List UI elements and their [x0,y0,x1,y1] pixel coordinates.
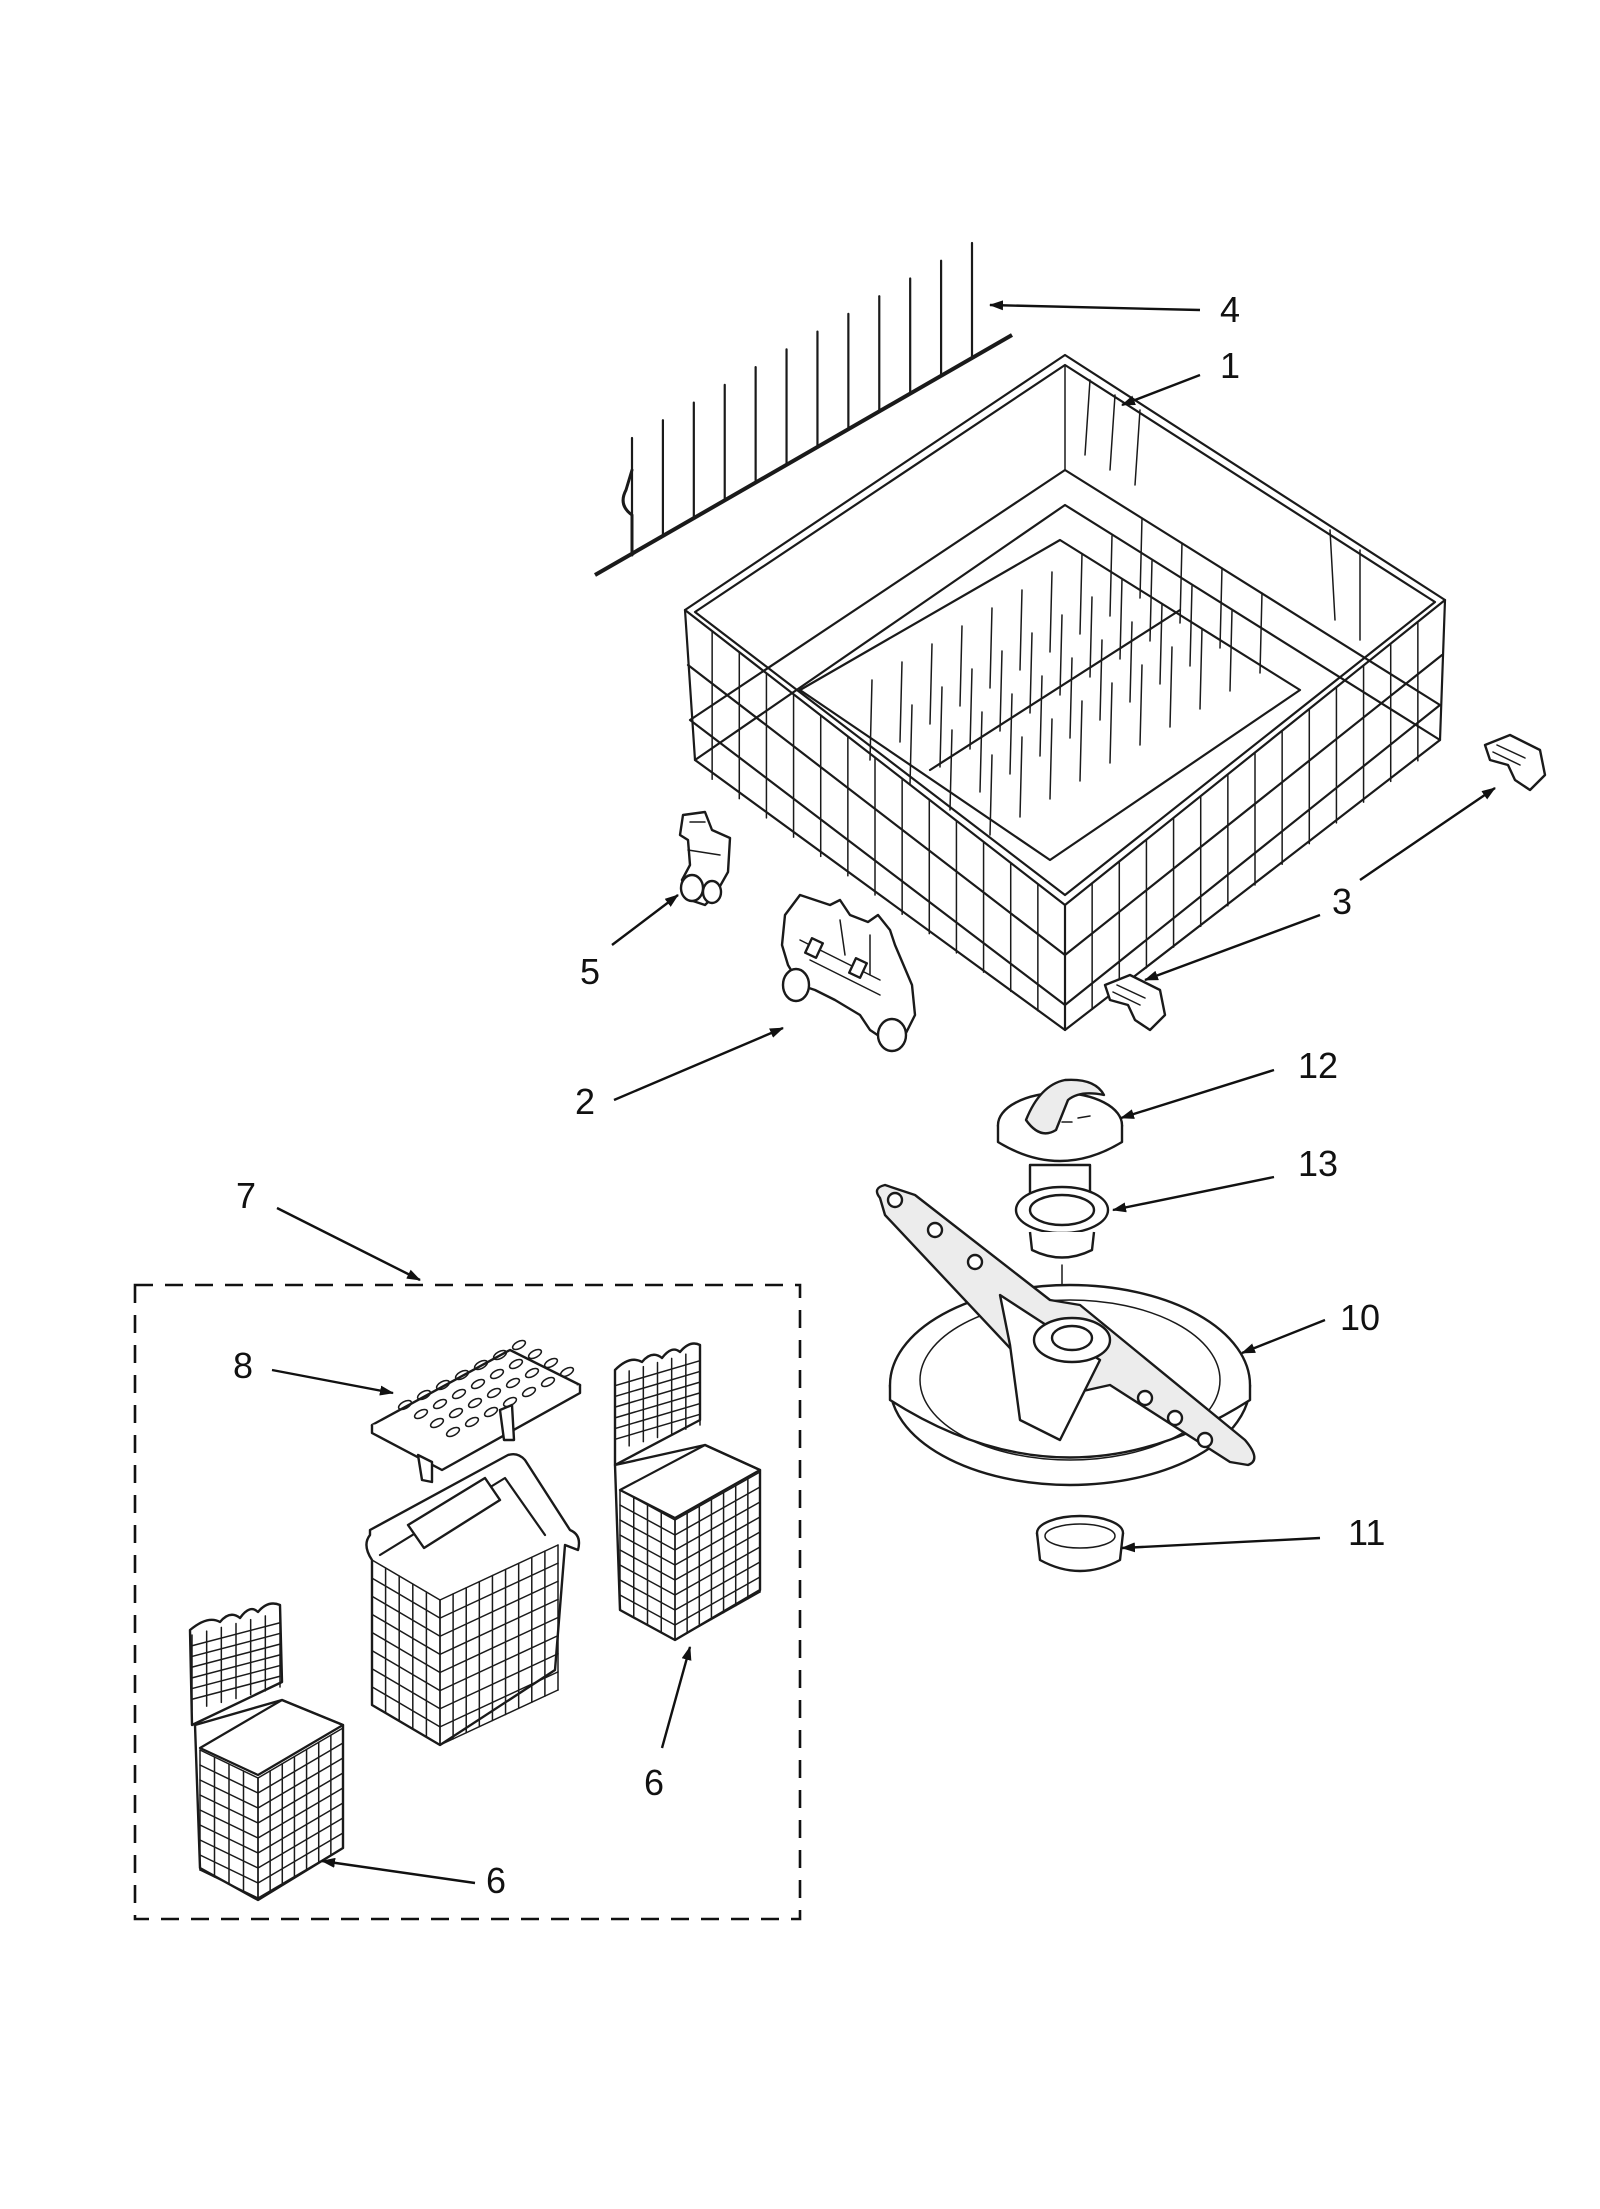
basket-left [188,1602,345,1902]
lower-dish-rack [683,353,1447,1032]
rack-bumper-left [1103,973,1167,1032]
rack-bumper-right [1483,733,1547,792]
spray-arm-assembly [875,1183,1256,1487]
silverware-basket-assembly-box [133,1283,802,1921]
callout-basket-right: 6 [644,1762,664,1803]
callout-rack-roller-small: 5 [580,951,600,992]
callout-silverware-basket-assembly: 7 [236,1175,256,1216]
spray-arm-seal [1035,1514,1125,1573]
basket-right [613,1342,762,1642]
callout-numbers: 4 1 3 5 2 12 13 10 11 7 8 6 6 [233,289,1385,1901]
leader-lines [271,300,1496,1885]
callout-spray-arm-seal: 11 [1348,1512,1385,1553]
rack-roller-assembly [780,893,917,1053]
basket-center [365,1452,581,1747]
basket-cover [370,1339,582,1484]
callout-basket-cover: 8 [233,1345,253,1386]
callout-spray-arm: 10 [1340,1297,1380,1338]
callout-spray-arm-bearing: 13 [1298,1143,1338,1184]
callout-tines: 4 [1220,289,1240,330]
callout-rack-bumper: 3 [1332,881,1352,922]
callout-rack-roller-assembly: 2 [575,1081,595,1122]
callout-lower-rack: 1 [1220,345,1240,386]
spray-arm-mount [996,1078,1124,1204]
spray-arm-bearing [1014,1185,1110,1331]
rack-roller-small [678,810,732,907]
callout-basket-left: 6 [486,1860,506,1901]
tine-row [594,241,1013,577]
callout-spray-arm-mount: 12 [1298,1045,1338,1086]
